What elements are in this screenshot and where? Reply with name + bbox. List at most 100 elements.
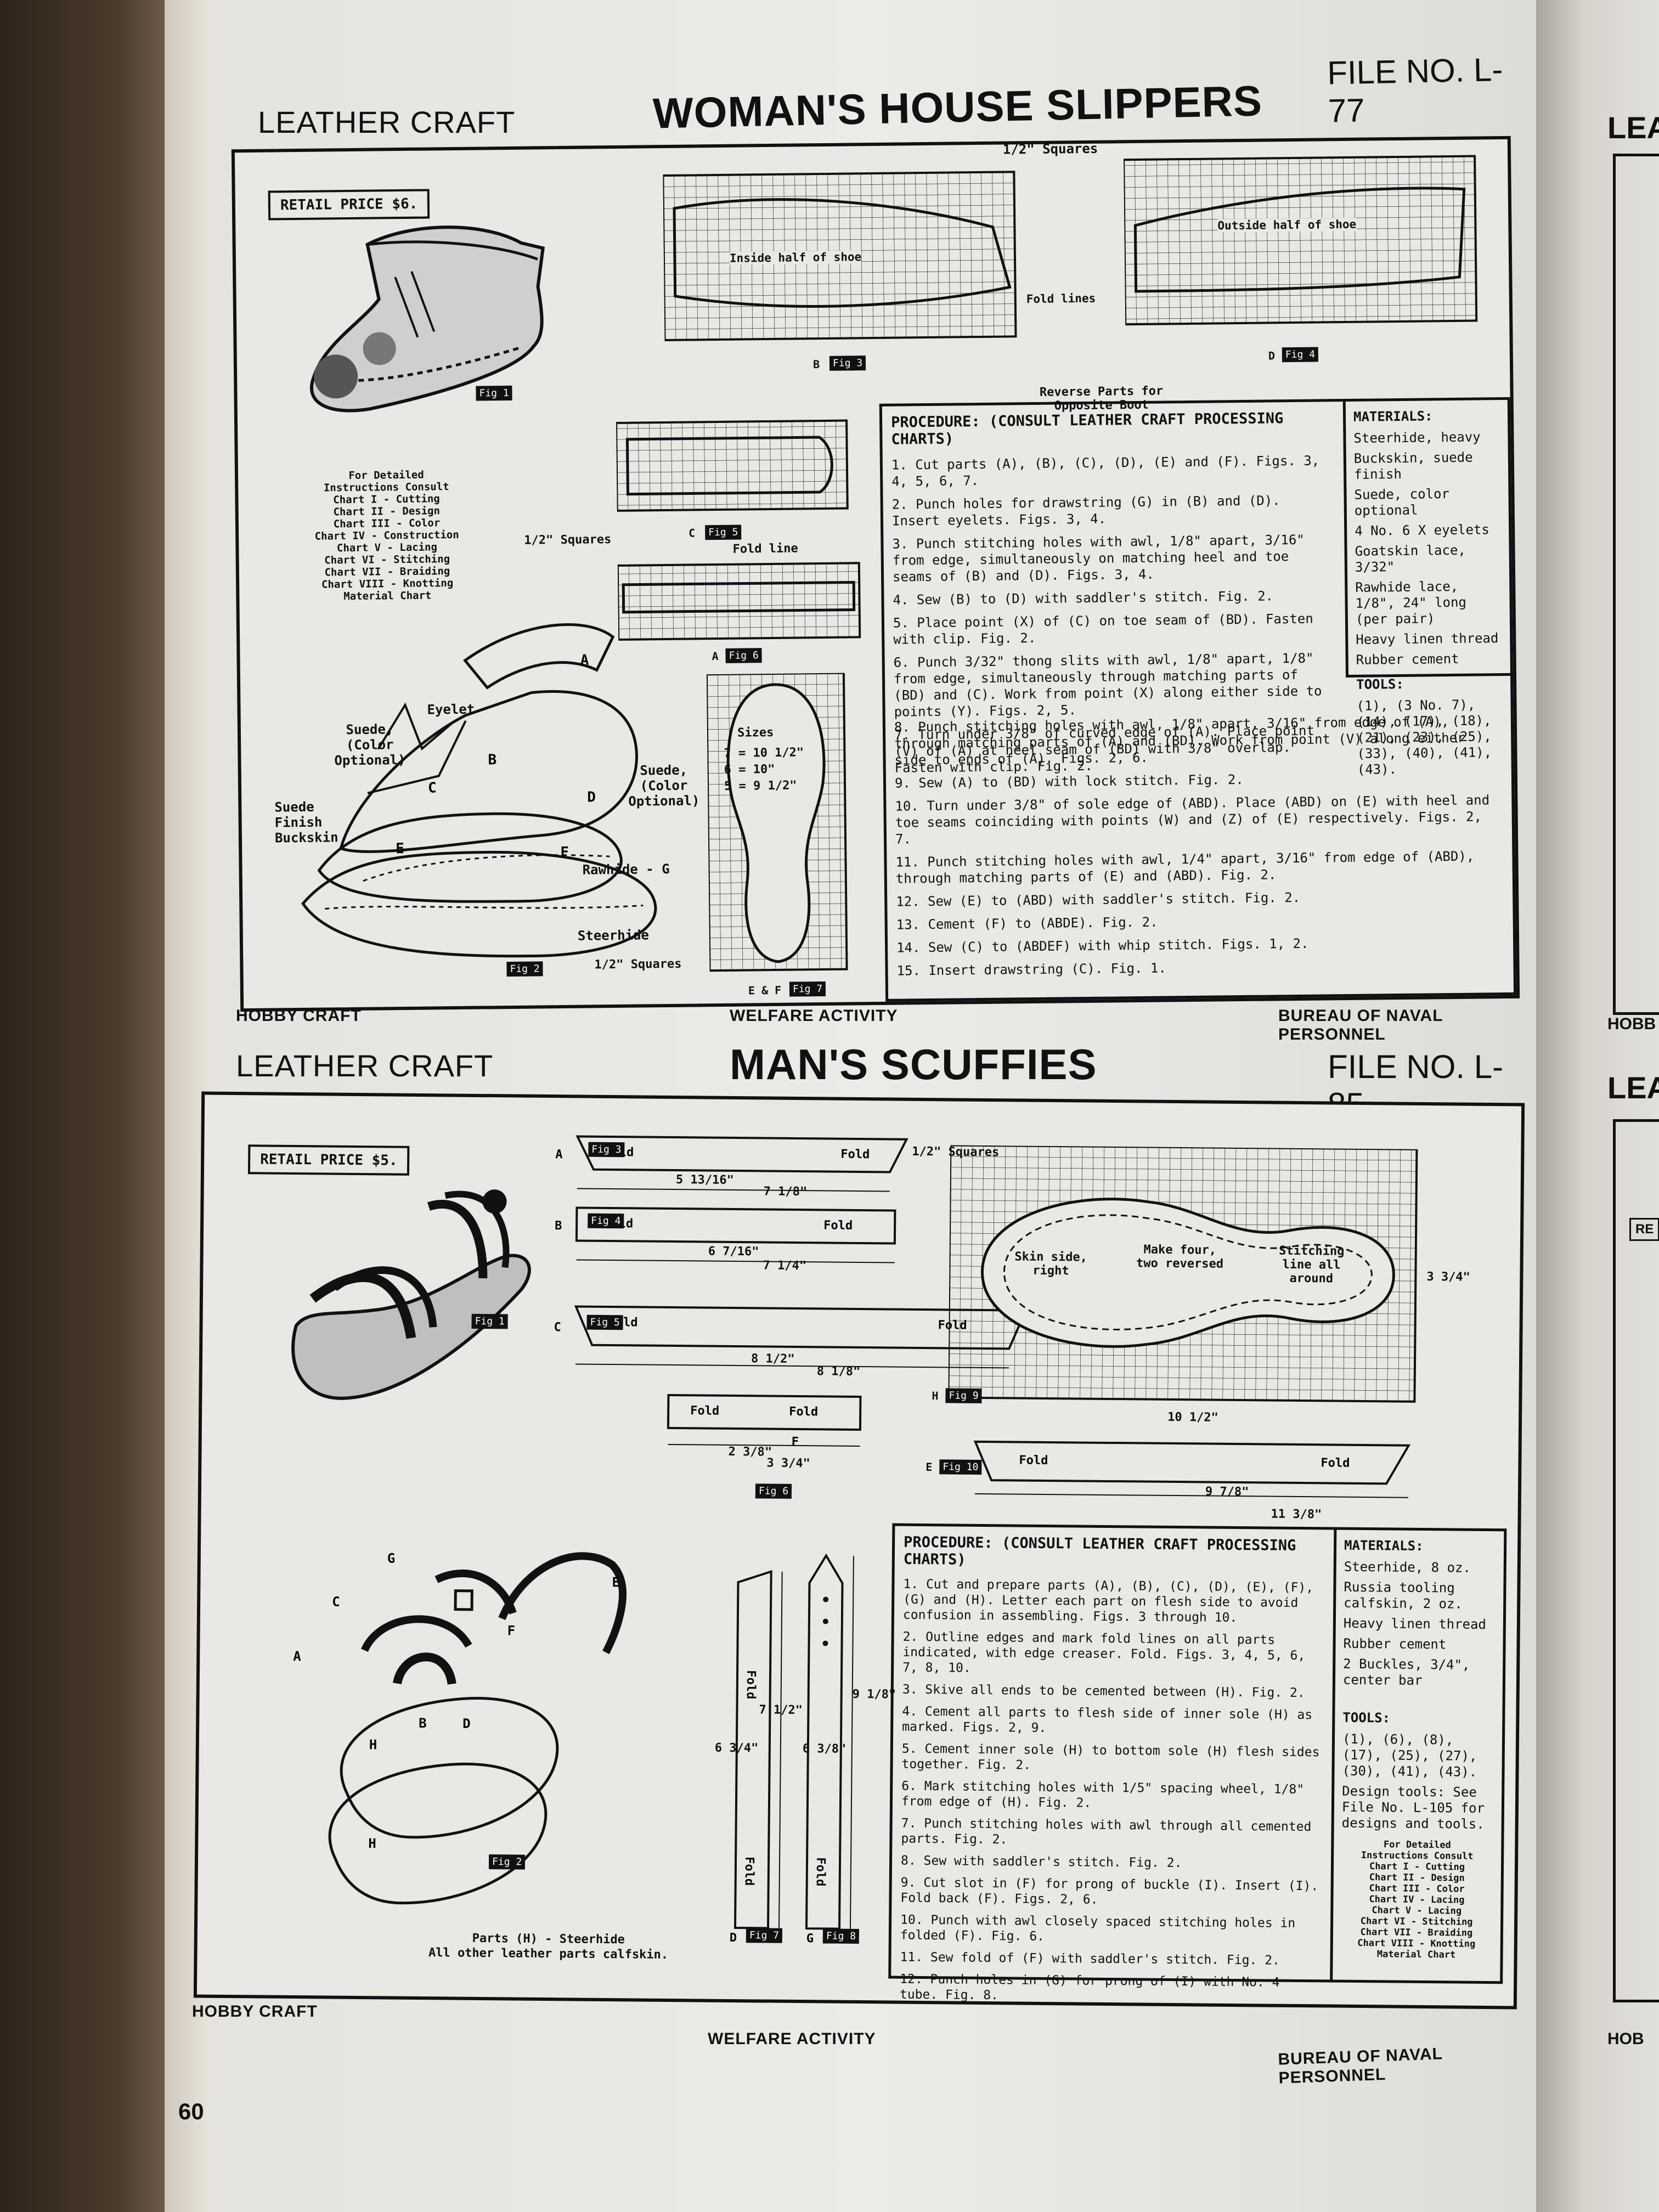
facing-page-footer-fragment: HOBB: [1607, 1015, 1656, 1033]
facing-page-frame-top: [1613, 154, 1659, 1015]
womans-house-slippers-section: LEATHER CRAFT WOMAN'S HOUSE SLIPPERS FIL…: [231, 33, 1520, 1043]
procedure-list-2: 1. Cut and prepare parts (A), (B), (C), …: [891, 1577, 1334, 2006]
svg-text:B: B: [555, 1219, 562, 1233]
file-number: FILE NO. L-77: [1327, 50, 1504, 129]
fig-5-tag: Fig 5: [705, 524, 742, 540]
pattern-frame: RETAIL PRICE $6. Fig 1 For Detailed Inst…: [231, 136, 1520, 1012]
strap-d-g-patterns: Fold Fold Fold D G: [730, 1553, 854, 1945]
pattern-frame-2: RETAIL PRICE $5. Fig 1 A B: [193, 1091, 1525, 2010]
pattern-c-label: C: [689, 526, 696, 540]
pattern-c: [616, 419, 849, 512]
dim-f-1: 2 3/8": [728, 1444, 772, 1459]
dim-e-1: 9 7/8": [1205, 1485, 1249, 1499]
svg-text:Fold: Fold: [840, 1148, 870, 1161]
inside-half-label: Inside half of shoe: [729, 250, 862, 265]
sole-stitching-note: Stitching line all around: [1279, 1244, 1345, 1286]
parts-note: Parts (H) - Steerhide All other leather …: [428, 1931, 669, 1962]
footer-welfare-activity-2: WELFARE ACTIVITY: [708, 2030, 876, 2048]
svg-text:A: A: [555, 1148, 562, 1161]
dim-b-2: 7 1/4": [763, 1259, 807, 1273]
dim-g-2: 6 3/8": [802, 1742, 847, 1756]
fig-4-tag: Fig 4: [1282, 347, 1319, 363]
fig-7-tag: Fig 7: [789, 981, 826, 997]
fold-lines-label: Fold lines: [1026, 291, 1096, 306]
facing-page-frame-bottom: [1613, 1119, 1659, 2002]
svg-text:C: C: [554, 1321, 561, 1334]
fig-2-tag-2: Fig 2: [488, 1854, 526, 1870]
pattern-b-label: B: [812, 358, 820, 371]
label-suede-finish-buckskin: Suede Finish Buckskin: [274, 799, 338, 846]
desk-background: [0, 0, 165, 2212]
file-number-2: FILE NO. L-85: [1328, 1048, 1504, 1123]
pattern-h-label: H: [932, 1389, 939, 1403]
procedure-step: 8. Punch stitching holes with awl, 1/8" …: [894, 714, 1465, 768]
facing-page-footer-fragment-2: HOB: [1607, 2030, 1644, 2048]
svg-text:Fold: Fold: [789, 1405, 818, 1419]
svg-text:H: H: [368, 1836, 376, 1851]
svg-text:B: B: [488, 752, 496, 768]
sizes-list: 7 = 10 1/2" 6 = 10" 5 = 9 1/2": [724, 746, 804, 793]
procedure-step: 6. Mark stitching holes with 1/5" spacin…: [901, 1779, 1305, 1810]
procedure-box-2: PROCEDURE: (CONSULT LEATHER CRAFT PROCES…: [888, 1523, 1507, 2002]
footer-hobby-craft-2: HOBBY CRAFT: [192, 2002, 318, 2021]
fig-2-tag: Fig 2: [506, 961, 543, 977]
fig-9-tag: Fig 9: [945, 1388, 982, 1403]
svg-text:B: B: [419, 1716, 427, 1731]
svg-text:F: F: [560, 844, 569, 861]
dim-g-1: 9 1/8": [852, 1687, 896, 1702]
pattern-d-outside-half: [1124, 155, 1478, 326]
svg-text:G: G: [806, 1932, 814, 1945]
svg-text:Fold: Fold: [744, 1670, 758, 1699]
procedure-step: 5. Place point (X) of (C) on toe seam of…: [893, 611, 1313, 647]
section-category: LEATHER CRAFT: [258, 105, 516, 139]
squares-note-sole: 1/2" Squares: [594, 957, 682, 972]
fig-1-tag: Fig 1: [476, 385, 512, 401]
sole-pattern-h: [948, 1145, 1418, 1403]
procedure-step: 1. Cut parts (A), (B), (C), (D), (E) and…: [891, 453, 1320, 489]
procedure-list-continued: 8. Punch stitching holes with awl, 1/8" …: [885, 707, 1515, 986]
pattern-e-label: E: [926, 1460, 933, 1474]
facing-page-header-fragment: LEA: [1607, 110, 1659, 145]
facing-page-price-fragment: RE: [1629, 1218, 1659, 1241]
mans-scuffies-section: LEATHER CRAFT MAN'S SCUFFIES FILE NO. L-…: [192, 1031, 1525, 2096]
sole-make-four-note: Make four, two reversed: [1136, 1243, 1224, 1271]
page-number: 60: [178, 2098, 204, 2124]
footer-bureau: BUREAU OF NAVAL PERSONNEL: [1278, 1007, 1443, 1043]
svg-text:D: D: [462, 1716, 471, 1731]
svg-text:D: D: [587, 789, 596, 805]
procedure-step: 2. Outline edges and mark fold lines on …: [902, 1629, 1306, 1675]
label-suede-right: Suede, (Color Optional): [628, 762, 700, 809]
squares-note-left: 1/2" Squares: [524, 533, 612, 548]
procedure-step: 2. Punch holes for drawstring (G) in (B)…: [891, 493, 1280, 529]
dim-a-1: 5 13/16": [675, 1173, 734, 1187]
procedure-step: 4. Cement all parts to flesh side of inn…: [902, 1704, 1313, 1735]
fig-3-tag: Fig 3: [829, 356, 866, 371]
svg-text:C: C: [428, 780, 437, 796]
pattern-a: [617, 562, 861, 641]
svg-text:G: G: [387, 1550, 396, 1566]
procedure-box: PROCEDURE: (CONSULT LEATHER CRAFT PROCES…: [879, 397, 1517, 1002]
boot-illustration: [309, 225, 545, 413]
svg-text:H: H: [369, 1737, 377, 1752]
svg-text:Fold: Fold: [1019, 1454, 1048, 1468]
label-suede-left: Suede, (Color Optional): [334, 721, 406, 769]
procedure-step: 7. Punch stitching holes with awl throug…: [901, 1816, 1312, 1847]
materials-box: MATERIALS: Steerhide, heavy Buckskin, su…: [1342, 399, 1511, 777]
procedure-title-2: PROCEDURE: (CONSULT LEATHER CRAFT PROCES…: [903, 1533, 1296, 1568]
dim-c-1: 8 1/2": [751, 1352, 795, 1366]
fig-3-tag-2: Fig 3: [588, 1142, 625, 1158]
svg-text:F: F: [792, 1435, 799, 1449]
procedure-step: 4. Sew (B) to (D) with saddler's stitch.…: [893, 588, 1274, 608]
fig-1-tag-2: Fig 1: [471, 1313, 508, 1329]
dim-b-1: 6 7/16": [708, 1244, 759, 1259]
procedure-step: 15. Insert drawstring (C). Fig. 1.: [896, 960, 1166, 979]
sizes-title: Sizes: [737, 725, 774, 740]
pattern-d-label: D: [1268, 349, 1276, 363]
section-category-2: LEATHER CRAFT: [236, 1048, 494, 1083]
svg-text:D: D: [730, 1931, 737, 1945]
svg-text:C: C: [332, 1594, 340, 1610]
facing-page-header-fragment-2: LEA: [1607, 1070, 1659, 1105]
svg-text:E: E: [396, 840, 404, 857]
procedure-step: 3. Skive all ends to be cemented between…: [902, 1682, 1305, 1701]
procedure-step: 11. Sew fold of (F) with saddler's stitc…: [900, 1950, 1280, 1968]
